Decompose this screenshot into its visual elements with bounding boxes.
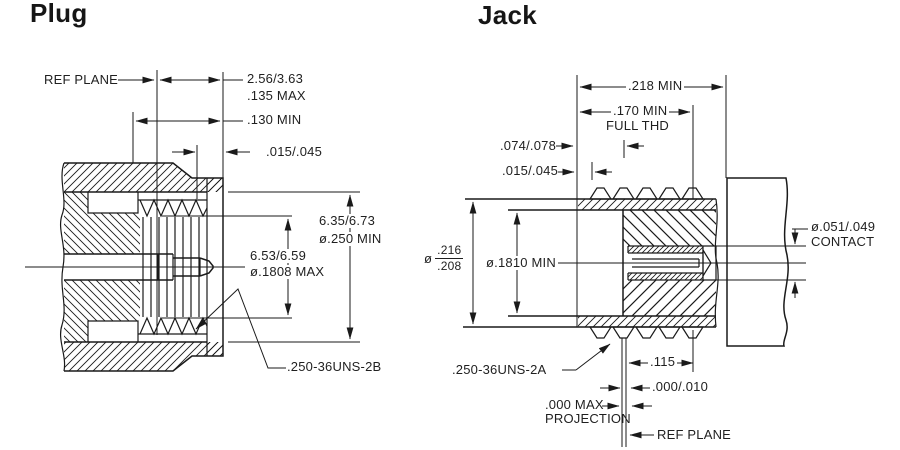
plug-dim-250-min: ø.250 MIN (317, 231, 384, 246)
jack-full-thd-label: FULL THD (606, 118, 670, 133)
plug-body (60, 162, 224, 372)
plug-dim-130-min: .130 MIN (247, 112, 302, 127)
jack-ref-plane-label: REF PLANE (657, 427, 732, 442)
jack-projection-line2: PROJECTION (545, 411, 631, 426)
plug-dim-135-max: .135 MAX (247, 88, 306, 103)
jack-dim-1810-min: ø.1810 MIN (484, 255, 558, 270)
plug-title: Plug (30, 0, 88, 28)
plug-ref-plane-label: REF PLANE (44, 72, 119, 87)
plug-dimensions (118, 70, 360, 369)
diameter-symbol: ø (424, 250, 433, 266)
jack-thread-leader (575, 343, 611, 371)
jack-dim-115: .115 (648, 354, 678, 369)
jack-hatching (578, 199, 716, 327)
plug-drawing (25, 70, 360, 372)
dia-208: .208 (437, 259, 462, 273)
jack-ref-plane-lines (621, 338, 627, 447)
jack-dim-218-min: .218 MIN (626, 78, 685, 93)
plug-thread-callout: .250-36UNS-2B (287, 359, 382, 374)
jack-dim-015-045: .015/.045 (502, 163, 559, 178)
plug-hatching (64, 163, 223, 371)
plug-dim-635-673: 6.35/6.73 (317, 213, 378, 228)
jack-contact-word: CONTACT (811, 234, 875, 249)
jack-panel (726, 177, 789, 347)
jack-drawing (463, 75, 808, 447)
jack-dim-000-010: .000/.010 (652, 379, 709, 394)
jack-title: Jack (478, 0, 538, 30)
jack-thread-callout: .250-36UNS-2A (452, 362, 547, 377)
plug-dim-653-659: 6.53/6.59 (248, 248, 309, 263)
plug-dim-015-045: .015/.045 (266, 144, 323, 159)
jack-dim-074-078: .074/.078 (500, 138, 557, 153)
plug-gasket-notch (87, 192, 139, 342)
plug-thread-leader (195, 288, 286, 369)
contact-dia-lines (716, 245, 806, 281)
plug-dim-1808-max: ø.1808 MAX (248, 264, 327, 279)
jack-contact-dia: ø.051/.049 (811, 219, 876, 234)
jack-dia-216-208: ø .216 .208 (424, 243, 464, 273)
jack-dim-170-min: .170 MIN (611, 103, 670, 118)
jack-projection-line1: .000 MAX (545, 397, 604, 412)
plug-dim-256-363: 2.56/3.63 (247, 71, 304, 86)
dia-216: .216 (435, 243, 464, 259)
